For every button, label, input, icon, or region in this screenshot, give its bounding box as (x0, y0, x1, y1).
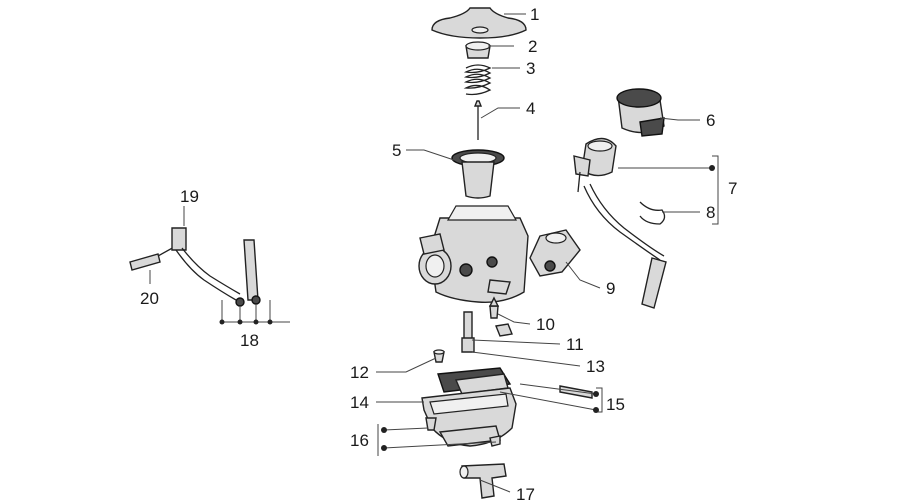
callout-2: 2 (528, 37, 537, 56)
callout-8: 8 (706, 203, 715, 222)
callout-15: 15 (606, 395, 625, 414)
callout-labels: 1 2 3 4 5 6 7 8 9 10 11 13 12 14 15 16 1… (140, 5, 737, 504)
part-starter-valve (529, 229, 581, 277)
callout-9: 9 (606, 279, 615, 298)
callout-7: 7 (728, 179, 737, 198)
callout-6: 6 (706, 111, 715, 130)
callout-12: 12 (350, 363, 369, 382)
part-float-chamber (421, 367, 517, 447)
callout-5: 5 (392, 141, 401, 160)
callout-4: 4 (526, 99, 535, 118)
part-elbow-fitting (459, 463, 507, 499)
part-diaphragm-cover (431, 7, 527, 39)
part-cable-assembly (573, 137, 667, 309)
callout-11: 11 (566, 335, 584, 354)
part-small-jet (433, 349, 445, 363)
callout-3: 3 (526, 59, 535, 78)
part-spring (463, 64, 492, 96)
callout-20: 20 (140, 289, 159, 308)
callout-18: 18 (240, 331, 259, 350)
part-vent-hose-assembly (129, 227, 261, 307)
part-jet (488, 296, 500, 319)
part-screws (425, 417, 501, 447)
part-bushing (465, 41, 491, 59)
callout-14: 14 (350, 393, 369, 412)
callout-19: 19 (180, 187, 199, 206)
part-cap (616, 88, 665, 137)
callout-10: 10 (536, 315, 555, 334)
callout-16: 16 (350, 431, 369, 450)
part-emulsion-tube (461, 311, 475, 353)
part-needle (473, 100, 483, 140)
callout-17: 17 (516, 485, 535, 504)
part-clip (639, 201, 666, 225)
part-float-pin (559, 385, 593, 399)
part-carburetor-body (418, 205, 529, 303)
callout-12b: 13 (586, 357, 605, 376)
part-pilot-screw (495, 323, 513, 337)
part-diaphragm-slide (451, 149, 505, 199)
leader-dots (219, 165, 715, 451)
callout-1: 1 (530, 5, 539, 24)
